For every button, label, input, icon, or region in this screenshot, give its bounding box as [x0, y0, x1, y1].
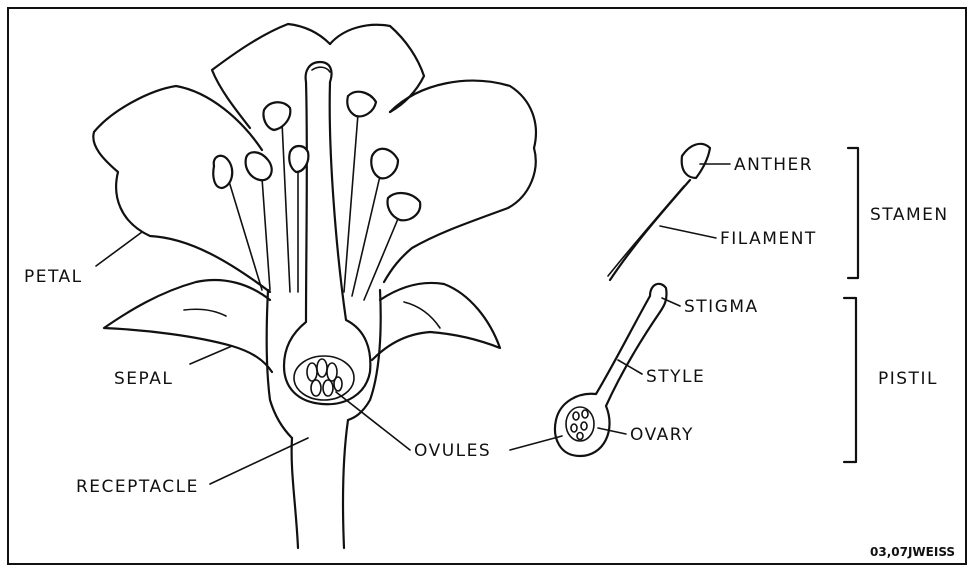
label-sepal: SEPAL [114, 369, 173, 389]
stamen-bracket [848, 148, 858, 278]
label-anther: ANTHER [734, 155, 813, 175]
sepal-right-vein [404, 302, 440, 328]
label-style: STYLE [646, 367, 705, 387]
flower-illustration [93, 24, 536, 548]
label-receptacle: RECEPTACLE [76, 477, 199, 497]
label-stigma: STIGMA [684, 297, 759, 317]
petal-right [384, 81, 536, 282]
label-stamen: STAMEN [870, 205, 949, 225]
artist-signature: 03,07JWEISS [870, 545, 955, 559]
stamen-anther [682, 144, 710, 178]
label-filament: FILAMENT [720, 229, 817, 249]
stamen-filament-shade [608, 186, 684, 276]
label-ovules: OVULES [414, 441, 491, 461]
label-ovary: OVARY [630, 425, 694, 445]
label-petal: PETAL [24, 267, 83, 287]
petal-top-right [330, 25, 424, 112]
sepal-left-vein [184, 309, 226, 316]
receptacle-stem [292, 420, 348, 548]
label-pistil: PISTIL [878, 369, 938, 389]
sepal-left [104, 280, 272, 372]
stamen-detail [608, 144, 710, 280]
petal-left [93, 86, 270, 292]
pistil-bracket [844, 298, 856, 462]
